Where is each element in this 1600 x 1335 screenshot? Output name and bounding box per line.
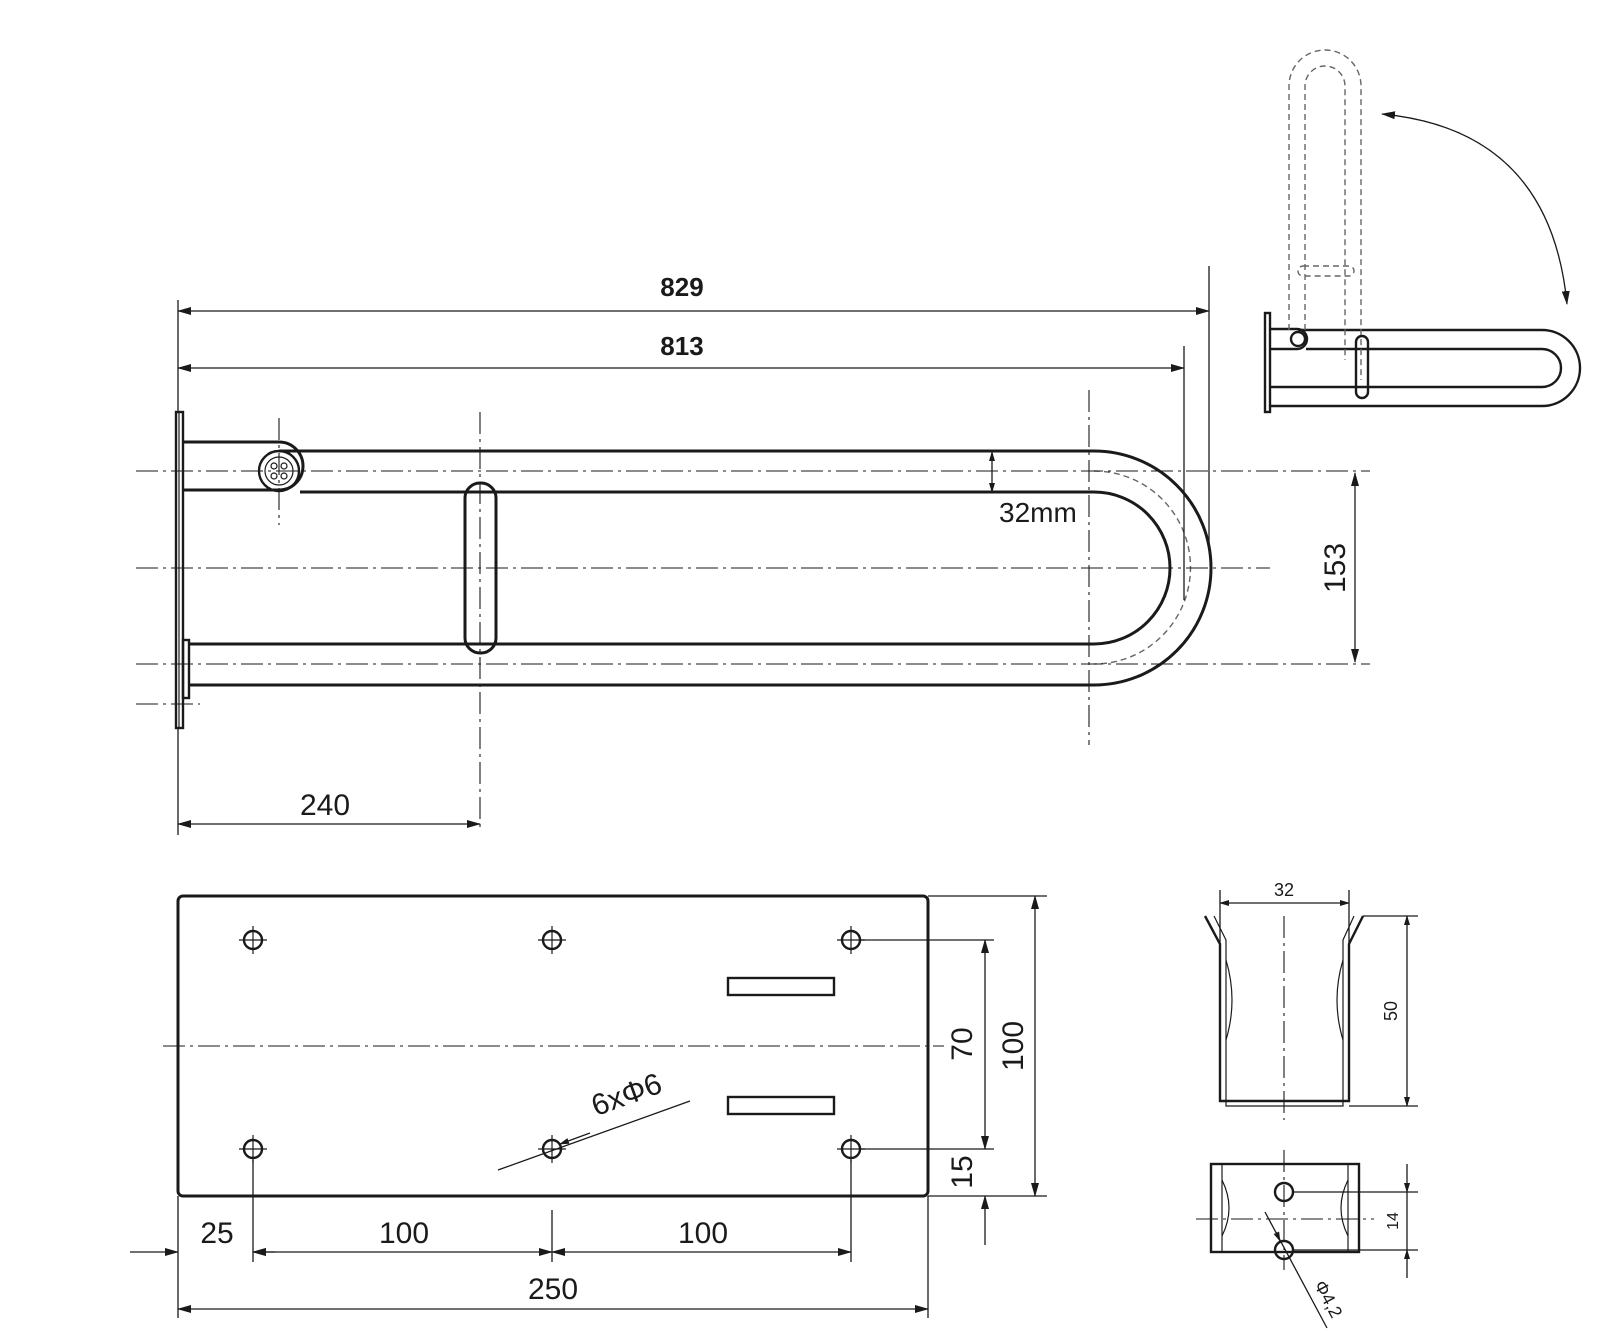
lower-plate-lug xyxy=(181,638,191,700)
plate-horizontal-dimensions: 25 100 100 250 xyxy=(130,1160,929,1318)
plate-vertical-dimensions: 70 100 15 xyxy=(860,895,1047,1245)
bracket-top-view: 14 Φ4,2 xyxy=(1196,1150,1418,1329)
bracket-front-view: 32 50 xyxy=(1203,880,1418,1120)
hole xyxy=(239,1135,267,1163)
hole xyxy=(538,926,566,954)
mini-pivot xyxy=(1289,330,1307,348)
bracket-top-body xyxy=(1209,1162,1361,1254)
hole xyxy=(239,926,267,954)
dimension-153: 153 xyxy=(1319,472,1359,663)
rotation-arrow xyxy=(1381,111,1570,305)
mounting-plate-view: 6xΦ6 xyxy=(163,894,944,1198)
dimension-label: 14 xyxy=(1385,1212,1402,1230)
dimension-label: 15 xyxy=(946,1155,979,1188)
mini-bar-up-ghost xyxy=(1288,49,1362,380)
dimension-label: 70 xyxy=(946,1027,979,1060)
dimension-240: 240 xyxy=(177,728,481,835)
dimension-829: 829 xyxy=(177,266,1210,550)
dimension-label: 100 xyxy=(678,1217,728,1250)
pivot-housing xyxy=(183,440,305,492)
dimension-label: 6xΦ6 xyxy=(587,1067,666,1123)
hole xyxy=(538,1135,566,1163)
dimension-tube-diameter: 32mm xyxy=(989,451,1077,528)
slot xyxy=(726,976,836,997)
mini-wall-plate xyxy=(1263,311,1272,414)
u-tube-outer xyxy=(189,449,1213,687)
dimension-813: 813 xyxy=(177,331,1185,600)
mini-bar-down xyxy=(1270,328,1582,408)
dimension-label: 240 xyxy=(300,789,350,822)
grab-bar-side-view xyxy=(136,390,1370,830)
fold-up-view xyxy=(1263,49,1582,414)
dimension-label: 829 xyxy=(660,272,703,302)
dimension-label: Φ4,2 xyxy=(1310,1277,1346,1321)
dimension-label: 250 xyxy=(528,1273,578,1306)
slot xyxy=(726,1095,836,1116)
dimension-label: 25 xyxy=(200,1217,233,1250)
dimension-label: 100 xyxy=(379,1217,429,1250)
dimension-label: 32mm xyxy=(999,497,1077,528)
dimension-label: 813 xyxy=(660,331,703,361)
dimension-label: 32 xyxy=(1274,880,1294,900)
hole-diameter-leader xyxy=(1264,1211,1328,1329)
dimension-label: 50 xyxy=(1381,1001,1401,1021)
hole-leader xyxy=(497,1100,691,1171)
dimension-label: 100 xyxy=(997,1021,1030,1071)
dimension-label: 153 xyxy=(1319,543,1352,593)
